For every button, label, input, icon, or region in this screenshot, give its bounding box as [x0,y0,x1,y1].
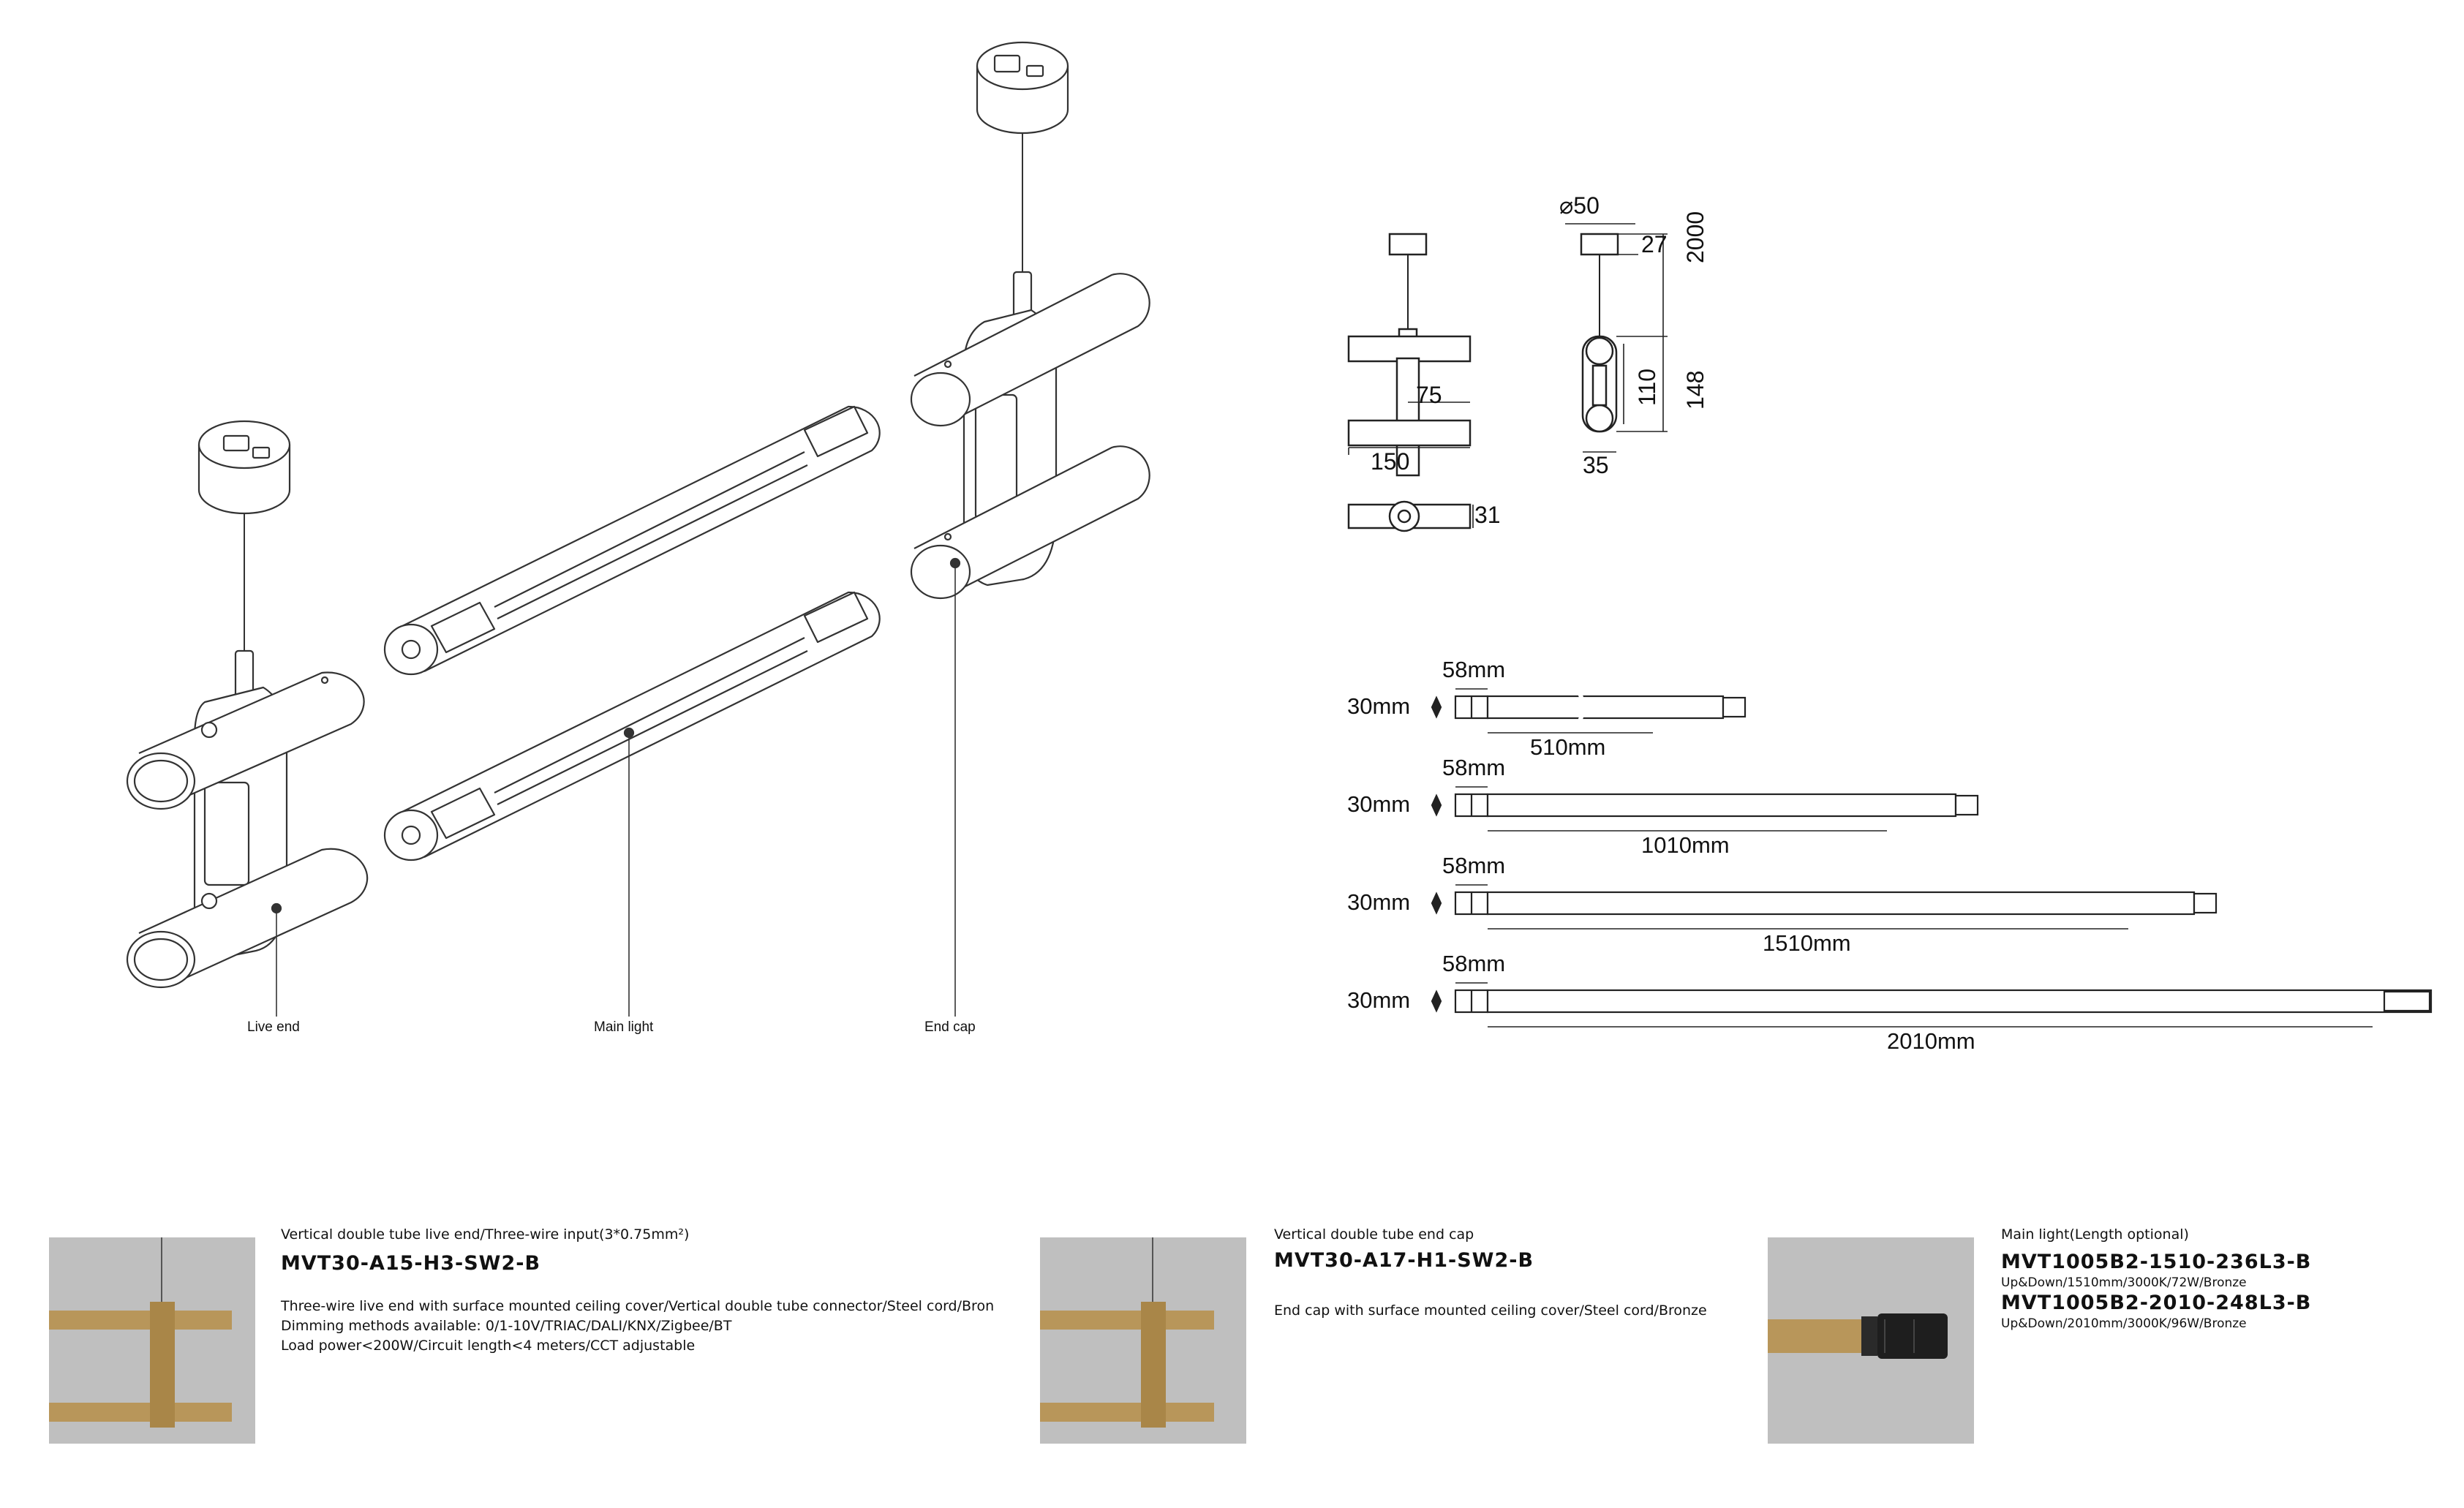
main-light-photo [1768,1237,1974,1444]
callout-live-end: Live end [247,1019,300,1035]
live-end-assembly [126,420,369,989]
cap-label: 58mm [1442,755,1506,780]
exploded-assembly-drawing [126,41,1150,1017]
dim-2000: 2000 [1682,211,1708,263]
product-desc-3: Load power<200W/Circuit length<4 meters/… [281,1338,696,1354]
product-code: MVT30-A15-H3-SW2-B [281,1252,541,1275]
length-row-2010: 30mm 58mm 2010mm [1331,943,2443,1054]
side-view [1565,223,1668,453]
height-label: 30mm [1347,889,1411,915]
height-label: 30mm [1347,693,1411,719]
product-title: Main light(Length optional) [2001,1226,2189,1243]
length-row-1510: 30mm 58mm 1510mm [1331,845,2443,956]
product-code-1: MVT1005B2-1510-236L3-B [2001,1251,2312,1273]
cap-label: 58mm [1442,951,1506,976]
height-label: 30mm [1347,791,1411,817]
product-title: Vertical double tube end cap [1274,1226,1474,1243]
cap-label: 58mm [1442,657,1506,682]
product-code: MVT30-A17-H1-SW2-B [1274,1249,1534,1272]
product-desc: End cap with surface mounted ceiling cov… [1274,1302,1707,1319]
cap-label: 58mm [1442,853,1506,878]
length-options: 30mm 58mm 510mm 30mm 58mm [1331,649,2443,1059]
main-light-info: Main light(Length optional) MVT1005B2-15… [2001,1225,2440,1332]
orthographic-views [1347,223,1668,532]
length-label: 1010mm [1641,832,1730,858]
length-label: 1510mm [1763,930,1851,956]
product-spec-1: Up&Down/1510mm/3000K/72W/Bronze [2001,1275,2247,1290]
dim-110: 110 [1634,368,1660,406]
end-cap-photo [1040,1237,1246,1444]
length-row-510: 30mm 58mm 510mm [1331,649,2443,760]
product-code-2: MVT1005B2-2010-248L3-B [2001,1292,2312,1314]
dim-150: 150 [1371,448,1410,475]
length-row-1010: 30mm 58mm 1010mm [1331,747,2443,858]
dim-31: 31 [1474,502,1501,528]
product-desc-1: Three-wire live end with surface mounted… [281,1298,995,1314]
end-cap-assembly [910,41,1150,600]
product-desc-2: Dimming methods available: 0/1-10V/TRIAC… [281,1318,732,1334]
main-light-assembly [383,405,881,862]
dim-50: ⌀50 [1559,192,1600,219]
dim-35: 35 [1583,452,1609,478]
live-end-photo [49,1237,255,1444]
length-label: 510mm [1530,734,1606,760]
end-cap-info: Vertical double tube end cap MVT30-A17-H… [1274,1225,1786,1321]
front-view [1347,233,1472,477]
plan-view [1347,500,1474,532]
height-label: 30mm [1347,987,1411,1013]
product-title: Vertical double tube live end/Three-wire… [281,1226,690,1243]
live-end-info: Vertical double tube live end/Three-wire… [281,1225,1012,1356]
dim-27: 27 [1641,231,1668,257]
dim-148: 148 [1682,370,1708,410]
dim-75: 75 [1416,382,1442,408]
callout-end-cap: End cap [924,1019,976,1035]
length-label: 2010mm [1887,1028,1975,1054]
product-spec-2: Up&Down/2010mm/3000K/96W/Bronze [2001,1316,2247,1331]
callout-main-light: Main light [594,1019,654,1035]
